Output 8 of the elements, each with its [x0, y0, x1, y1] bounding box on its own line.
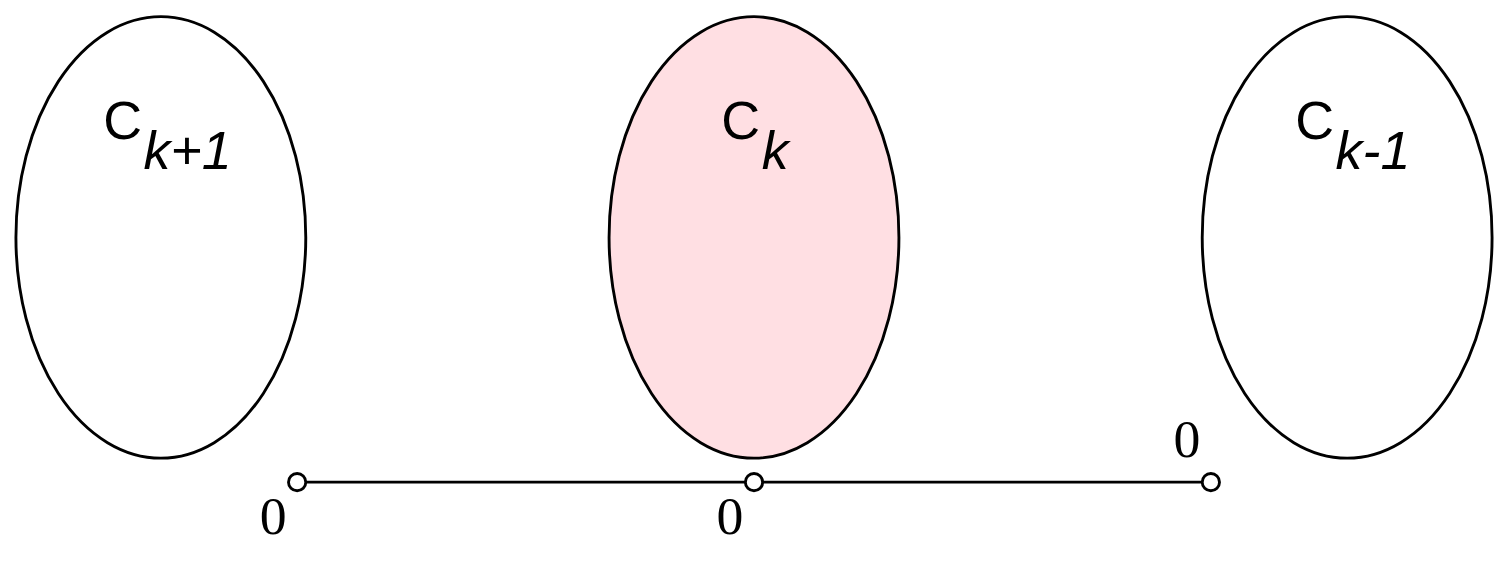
- node-label: 0: [716, 485, 744, 546]
- node-label: 0: [259, 485, 287, 546]
- node-circle: [1200, 471, 1221, 492]
- connector: [306, 480, 746, 484]
- connector: [762, 480, 1203, 484]
- node-label: 0: [1173, 408, 1201, 469]
- node-circle: [287, 471, 308, 492]
- node-circle: [743, 471, 765, 492]
